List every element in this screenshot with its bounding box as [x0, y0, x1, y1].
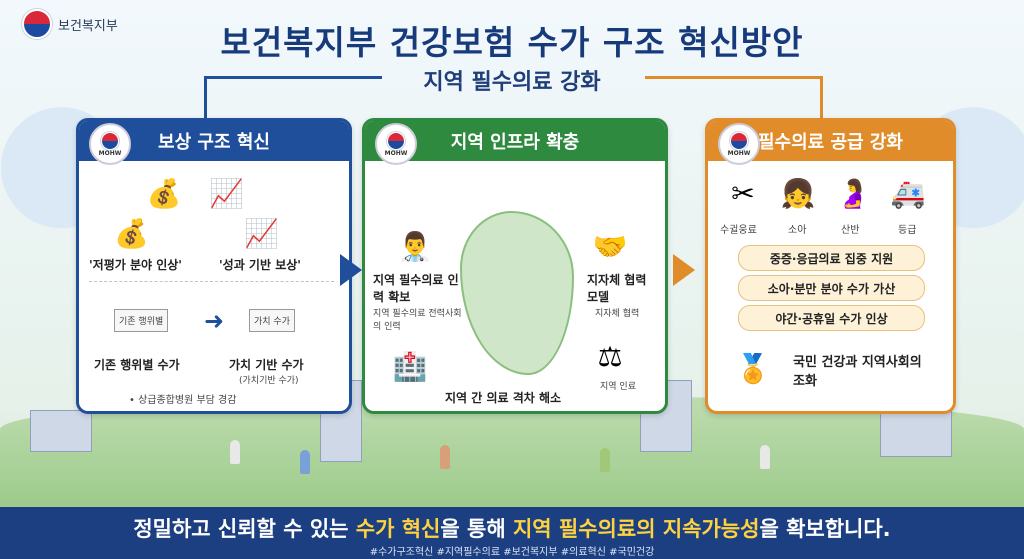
doctor-figure — [230, 440, 240, 464]
field-label: 수귈웅료 — [720, 225, 757, 236]
hospital-icon: 🏥 — [392, 349, 428, 383]
money-bag-icon: 💰 — [146, 176, 182, 210]
landscape — [0, 395, 1024, 510]
taegeuk-icon — [22, 9, 52, 39]
result-label: 국민 건강과 지역사회의 조화 — [793, 355, 922, 389]
right-sub2: 지역 인료 — [600, 382, 636, 392]
doctor-icon: 👨‍⚕️ — [397, 229, 433, 263]
card-title: 필수의료 공급 강화 — [757, 132, 903, 153]
seal-text: MOHW — [98, 149, 122, 157]
hashtags: #수가구조혁신 #지역필수의료 #보건복지부 #의료혁신 #국민건강 — [369, 547, 655, 558]
ministry-name: 보건복지부 — [58, 18, 118, 34]
document-icon: 기존 행위별 — [114, 309, 169, 332]
label-old: 기존 행위별 수가 — [94, 358, 180, 372]
footer-banner: 정밀하고 신뢰할 수 있는 수가 혁신을 통해 지역 필수의료의 지속가능성을 … — [0, 507, 1024, 559]
connector-line — [204, 76, 382, 119]
card-infrastructure: MOHW 지역 인프라 확충 👨‍⚕️ 지역 필수의료 인력 확보 지역 필수의… — [362, 118, 668, 414]
card-header: MOHW 보상 구조 혁신 — [79, 121, 349, 165]
ambulance-icon: 🚑 — [890, 176, 926, 210]
label-new-sub: (가치기반 수가) — [239, 376, 299, 386]
seal-text: MOHW — [727, 149, 751, 157]
card-title: 지역 인프라 확충 — [450, 132, 580, 153]
left-sub: 지역 필수의료 전력사회의 인력 — [373, 309, 462, 332]
footer-text: 을 확보합니다. — [759, 517, 891, 541]
checklist-icon: 가치 수가 — [249, 309, 295, 332]
footer-message: 정밀하고 신뢰할 수 있는 수가 혁신을 통해 지역 필수의료의 지속가능성을 … — [0, 513, 1024, 543]
pregnant-icon: 🤰 — [835, 176, 871, 210]
child-icon: 👧 — [780, 176, 816, 210]
ministry-logo: 보건복지부 — [22, 9, 118, 39]
note: • 상급종합병원 부담 경감 — [129, 395, 237, 406]
page-title: 보건복지부 건강보험 수가 구조 혁신방안 — [220, 23, 804, 62]
footer-text: 정밀하고 신뢰할 수 있는 — [133, 517, 356, 541]
taegeuk-icon — [730, 131, 748, 150]
page-subtitle: 지역 필수의료 강화 — [423, 70, 601, 95]
lab-building — [30, 410, 92, 452]
seal-icon: MOHW — [89, 123, 131, 165]
person-figure — [600, 448, 610, 472]
arrow-right-icon — [673, 254, 695, 286]
pill: 소아·분만 분야 수가 가산 — [738, 275, 925, 301]
arrow-right-icon — [340, 254, 362, 286]
bottom-label: 지역 간 의료 격차 해소 — [445, 391, 562, 405]
korea-map — [460, 211, 574, 375]
card-title: 보상 구조 혁신 — [158, 132, 270, 153]
growth-chart-icon: 📈 — [244, 217, 279, 250]
taegeuk-icon — [101, 131, 119, 150]
footer-highlight: 수가 혁신 — [355, 517, 441, 541]
arrow-right-icon: ➜ — [203, 307, 225, 335]
person-figure — [300, 450, 310, 474]
taegeuk-icon — [387, 131, 405, 150]
person-figure — [440, 445, 450, 469]
seal-icon: MOHW — [718, 123, 760, 165]
scissors-icon: ✂ — [731, 176, 755, 210]
field-label: 산반 — [841, 225, 860, 236]
label-new: 가치 기반 수가 — [229, 358, 304, 372]
scale-icon: ⚖ — [597, 339, 623, 373]
card-header: MOHW 필수의료 공급 강화 — [708, 121, 953, 165]
lab-building — [880, 410, 952, 457]
footer-text: 을 통해 — [440, 517, 513, 541]
pill: 야간·공휴일 수가 인상 — [738, 305, 925, 331]
money-bag-icon: 💰 — [114, 217, 149, 250]
divider — [89, 281, 334, 282]
field-label: 등급 — [898, 225, 917, 236]
doctor-figure — [760, 445, 770, 469]
growth-chart-icon: 📈 — [209, 176, 244, 210]
card-supply: MOHW 필수의료 공급 강화 ✂ 👧 🤰 🚑 수귈웅료 소아 산반 등급 중증… — [705, 118, 956, 414]
connector-line — [645, 76, 823, 119]
right-sub: 지자체 협력 — [595, 309, 640, 319]
field-label: 소아 — [788, 225, 807, 236]
right-title: 지자체 협력 모델 — [587, 273, 647, 304]
left-title: 지역 필수의료 인력 확보 — [373, 273, 459, 304]
handshake-icon: 🤝 — [592, 229, 628, 263]
card-compensation: MOHW 보상 구조 혁신 💰 📈 💰 📈 '저평가 분야 인상' '성과 기반… — [76, 118, 352, 414]
item-label: '성과 기반 보상' — [219, 258, 301, 272]
medal-icon: 🏅 — [735, 351, 771, 385]
seal-icon: MOHW — [375, 123, 417, 165]
item-label: '저평가 분야 인상' — [89, 258, 182, 272]
seal-text: MOHW — [384, 149, 408, 157]
pill: 중증·응급의료 집중 지원 — [738, 245, 925, 271]
footer-highlight: 지역 필수의료의 지속가능성 — [512, 517, 760, 541]
card-header: MOHW 지역 인프라 확충 — [365, 121, 665, 165]
